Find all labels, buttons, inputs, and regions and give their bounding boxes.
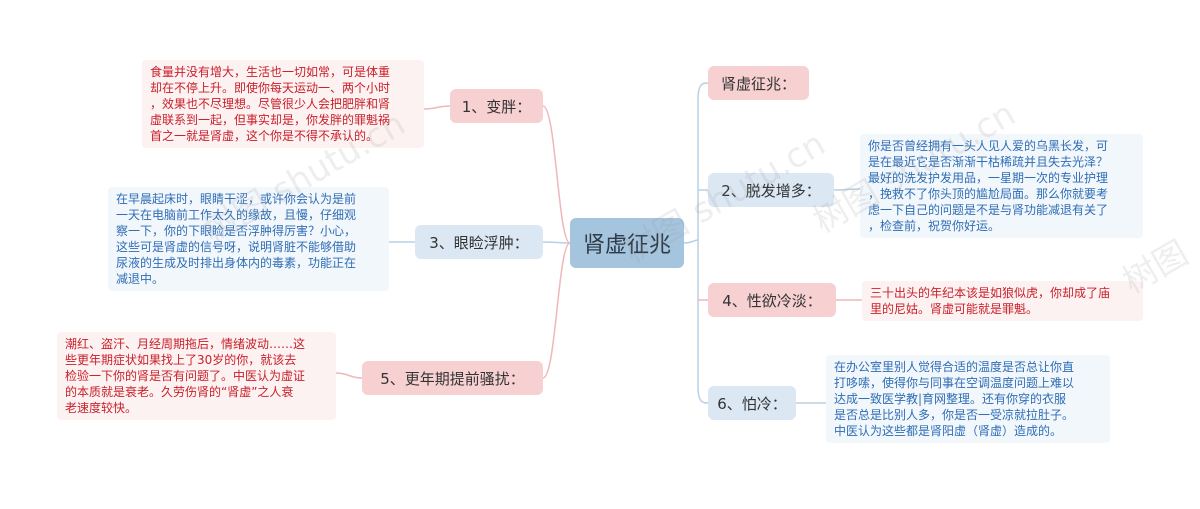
- connector-center-branch-5: [542, 242, 571, 379]
- leaf-weight-gain-text: 食量并没有增大，生活也一切如常，可是体重 却在不停上升。即使你每天运动一、两个小…: [142, 60, 424, 148]
- branch-eyelid-swelling[interactable]: 3、眼睑浮肿：: [415, 225, 543, 259]
- connector-branch1-leaf: [423, 105, 451, 110]
- connector-center-branch-1: [542, 105, 571, 244]
- branch-low-libido[interactable]: 4、性欲冷淡：: [708, 283, 836, 317]
- connector-trunk-vertical: [697, 82, 709, 404]
- leaf-cold-sensitivity-text: 在办公室里别人觉得合适的温度是否总让你直 打哆嗦，使得你与同事在空调温度问题上难…: [826, 355, 1110, 443]
- leaf-hair-loss-text: 你是否曾经拥有一头人见人爱的乌黑长发，可 是在最近它是否渐渐干枯稀疏并且失去光泽…: [860, 134, 1143, 238]
- branch-cold-sensitivity[interactable]: 6、怕冷：: [708, 386, 796, 420]
- leaf-early-menopause-text: 潮红、盗汗、月经周期拖后，情绪波动……这 些更年期症状如果找上了30岁的你，就该…: [57, 332, 336, 420]
- connector-center-branch-3: [542, 241, 571, 244]
- connector-center-right-trunk: [683, 239, 699, 244]
- connector-branch2-leaf: [833, 188, 861, 191]
- branch-kidney-signs[interactable]: 肾虚征兆：: [708, 66, 809, 100]
- leaf-low-libido-text: 三十出头的年纪本该是如狼似虎，你却成了庙 里的尼姑。肾虚可能就是罪魁。: [862, 281, 1143, 321]
- connector-branch5-leaf: [335, 372, 363, 379]
- branch-early-menopause[interactable]: 5、更年期提前骚扰：: [362, 361, 543, 395]
- leaf-eyelid-swelling-text: 在早晨起床时，眼睛干涩，或许你会认为是前 一天在电脑前工作太久的缘故，且慢，仔细…: [108, 187, 389, 291]
- center-topic[interactable]: 肾虚征兆: [570, 218, 684, 268]
- branch-hair-loss[interactable]: 2、脱发增多：: [708, 173, 834, 207]
- branch-weight-gain[interactable]: 1、变胖：: [450, 89, 543, 123]
